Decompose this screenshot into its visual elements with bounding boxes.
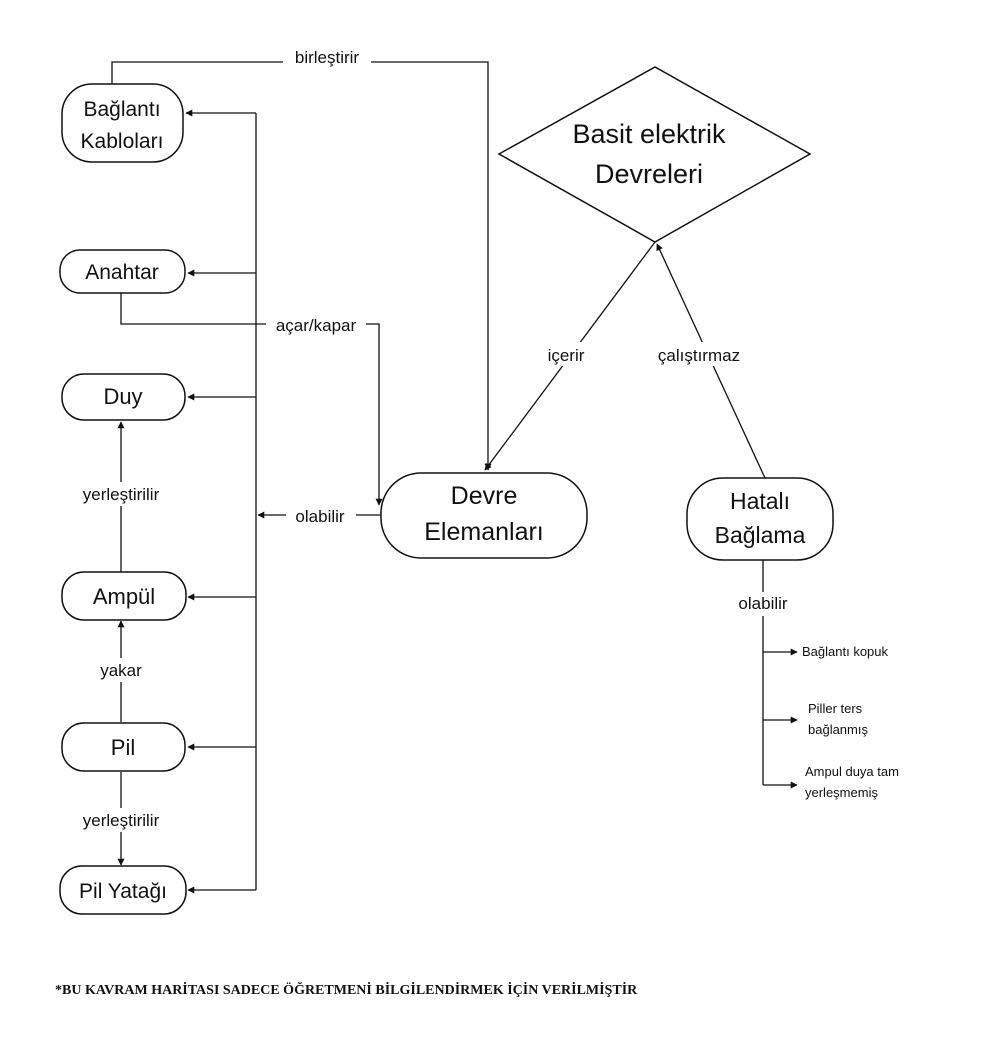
node-ampul: Ampül [93, 584, 155, 609]
label-yerlestirilir-pil: yerleştirilir [83, 811, 160, 830]
node-hatali-shape [686, 477, 834, 561]
node-ampul-line: Ampül [93, 584, 155, 609]
node-pil-shape [61, 722, 186, 772]
node-hatali-line: Bağlama [715, 522, 806, 548]
node-root-line: Basit elektrik [572, 119, 726, 149]
fault-item: Ampul duya tam yerleşmemiş [805, 764, 899, 800]
node-ampul-shape [61, 571, 187, 621]
label-olabilir-hatali: olabilir [738, 594, 787, 613]
node-baglanti-shape [61, 83, 184, 163]
fault-item-line: Bağlantı kopuk [802, 644, 889, 659]
node-duy: Duy [103, 384, 142, 409]
label-yakar: yakar [100, 661, 142, 680]
link-acar-kapar [120, 286, 383, 506]
footnote: *BU KAVRAM HARİTASI SADECE ÖĞRETMENİ BİL… [55, 983, 638, 998]
node-pilyatagi-shape [59, 865, 187, 915]
fault-item-line: Piller ters [808, 701, 863, 716]
node-anahtar: Anahtar [85, 261, 159, 284]
node-devre-shape [380, 472, 588, 559]
fault-item-line: Ampul duya tam [805, 764, 899, 779]
node-devre-line: Elemanları [424, 518, 544, 546]
node-root-line: Devreleri [595, 159, 703, 189]
label-birlestirir: birleştirir [295, 48, 360, 67]
node-baglanti-line: Kabloları [81, 130, 164, 153]
fault-item: Piller ters bağlanmış [808, 701, 868, 737]
node-pilyatagi: Pil Yatağı [79, 880, 167, 903]
node-devre-line: Devre [451, 482, 518, 510]
node-anahtar-shape [59, 249, 186, 294]
label-calistirmaz: çalıştırmaz [658, 346, 740, 365]
label-icerir: içerir [548, 346, 585, 365]
node-anahtar-line: Anahtar [85, 261, 159, 284]
node-baglanti-line: Bağlantı [83, 98, 160, 121]
fault-item-line: bağlanmış [808, 722, 868, 737]
node-duy-shape [61, 373, 186, 421]
label-olabilir-devre: olabilir [295, 507, 344, 526]
label-yerlestirilir-duy: yerleştirilir [83, 485, 160, 504]
node-pil-line: Pil [111, 735, 135, 760]
fault-item: Bağlantı kopuk [802, 644, 889, 659]
node-duy-line: Duy [103, 384, 142, 409]
node-pil: Pil [111, 735, 135, 760]
node-root-shape [497, 66, 812, 243]
fault-item-line: yerleşmemiş [805, 785, 878, 800]
node-hatali-line: Hatalı [730, 488, 790, 514]
label-acar-kapar: açar/kapar [276, 316, 357, 335]
node-pilyatagi-line: Pil Yatağı [79, 880, 167, 903]
